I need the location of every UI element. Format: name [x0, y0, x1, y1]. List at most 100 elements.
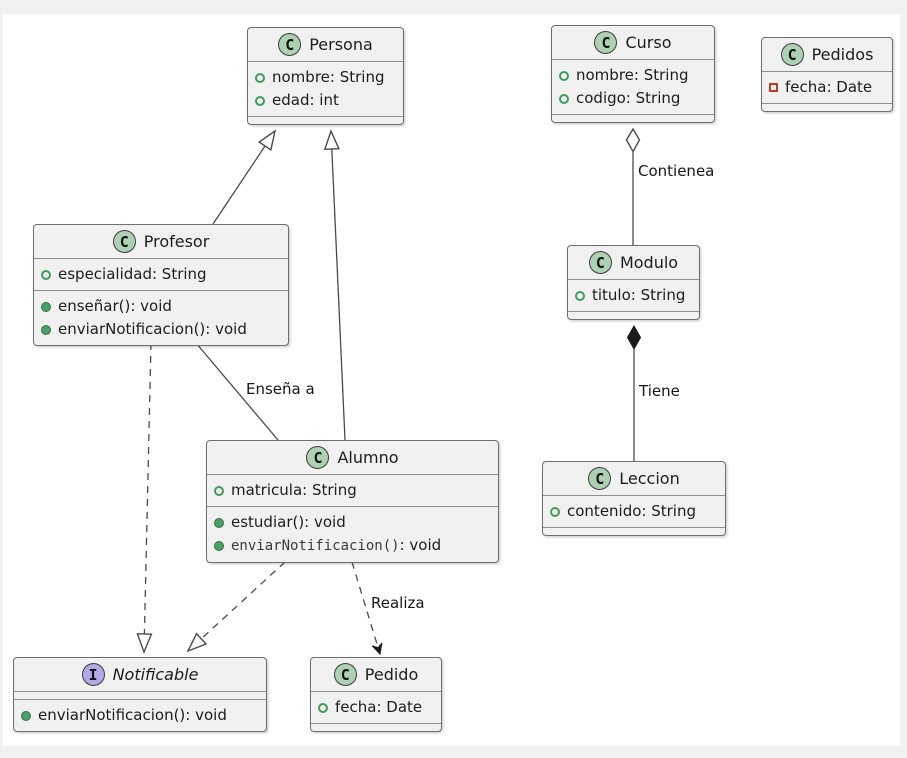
method-text: enviarNotificacion(): void	[38, 706, 227, 724]
method-text: enviarNotificacion(): void	[231, 534, 441, 558]
empty-fields-compartment	[14, 691, 266, 699]
class-icon: C	[588, 251, 612, 274]
fields-compartment: nombre: String edad: int	[248, 61, 403, 116]
class-pedido: C Pedido fecha: Date	[310, 657, 442, 732]
public-field-icon	[41, 269, 51, 280]
edge-label-ensena: Enseña a	[246, 380, 315, 398]
public-method-icon	[41, 324, 51, 335]
fields-compartment: nombre: String codigo: String	[552, 59, 714, 114]
class-profesor: C Profesor especialidad: String enseñar(…	[33, 224, 289, 346]
class-persona: C Persona nombre: String edad: int	[247, 27, 404, 125]
diagram-canvas	[3, 14, 900, 746]
public-method-icon	[214, 541, 224, 551]
class-name: Persona	[309, 35, 373, 54]
method-text-mono: enviarNotificacion()	[231, 538, 400, 554]
fields-compartment: contenido: String	[543, 495, 725, 527]
field-row: fecha: Date	[318, 696, 434, 719]
field-row: nombre: String	[255, 66, 396, 89]
method-text: enviarNotificacion(): void	[58, 320, 247, 338]
class-name: Pedido	[364, 665, 419, 684]
public-method-icon	[214, 517, 224, 528]
class-icon: C	[278, 33, 302, 56]
public-field-icon	[575, 290, 585, 301]
field-row: nombre: String	[559, 64, 707, 87]
methods-compartment: enseñar(): void enviarNotificacion(): vo…	[34, 290, 288, 345]
class-icon: C	[306, 446, 330, 469]
field-row: matricula: String	[214, 479, 491, 502]
method-text-rest: : void	[399, 536, 442, 554]
private-field-icon	[769, 83, 778, 92]
public-field-icon	[255, 95, 265, 106]
field-text: nombre: String	[272, 68, 385, 86]
public-method-icon	[41, 301, 51, 312]
field-text: fecha: Date	[335, 698, 423, 716]
empty-methods-compartment	[568, 311, 699, 319]
field-row: contenido: String	[550, 500, 718, 523]
field-text: nombre: String	[576, 66, 689, 84]
class-icon: C	[588, 467, 612, 490]
edge-label-tiene: Tiene	[639, 382, 680, 400]
methods-compartment: estudiar(): void enviarNotificacion(): v…	[207, 506, 498, 562]
interface-name: Notificable	[112, 665, 199, 684]
empty-methods-compartment	[543, 527, 725, 535]
edge-label-contiene: Contienea	[638, 162, 715, 180]
method-text: estudiar(): void	[231, 513, 346, 531]
class-name: Modulo	[619, 253, 679, 272]
field-row: fecha: Date	[769, 76, 885, 99]
field-text: fecha: Date	[785, 78, 873, 96]
empty-methods-compartment	[762, 103, 892, 111]
class-pedidos: C Pedidos fecha: Date	[761, 37, 893, 112]
class-modulo: C Modulo titulo: String	[567, 245, 700, 320]
class-icon: C	[333, 663, 357, 686]
method-row: enviarNotificacion(): void	[214, 534, 491, 558]
method-row: estudiar(): void	[214, 511, 491, 534]
class-leccion-header: C Leccion	[543, 462, 725, 495]
field-text: edad: int	[272, 91, 339, 109]
interface-icon: I	[81, 663, 105, 686]
edge-label-realiza: Realiza	[371, 594, 425, 612]
method-row: enseñar(): void	[41, 295, 281, 318]
class-alumno: C Alumno matricula: String estudiar(): v…	[206, 440, 499, 563]
public-field-icon	[559, 70, 569, 81]
class-curso: C Curso nombre: String codigo: String	[551, 25, 715, 123]
class-modulo-header: C Modulo	[568, 246, 699, 279]
public-field-icon	[255, 72, 265, 83]
methods-compartment: enviarNotificacion(): void	[14, 699, 266, 731]
field-text: especialidad: String	[58, 265, 207, 283]
field-row: especialidad: String	[41, 263, 281, 286]
empty-methods-compartment	[552, 114, 714, 122]
public-method-icon	[21, 710, 31, 721]
field-text: titulo: String	[592, 286, 686, 304]
field-row: edad: int	[255, 89, 396, 112]
class-pedidos-header: C Pedidos	[762, 38, 892, 71]
public-field-icon	[559, 93, 569, 104]
interface-notificable-header: I Notificable	[14, 658, 266, 691]
class-name: Alumno	[337, 448, 399, 467]
class-leccion: C Leccion contenido: String	[542, 461, 726, 536]
class-name: Leccion	[619, 469, 680, 488]
class-icon: C	[780, 43, 804, 66]
fields-compartment: especialidad: String	[34, 258, 288, 290]
field-row: titulo: String	[575, 284, 692, 307]
fields-compartment: fecha: Date	[762, 71, 892, 103]
public-field-icon	[318, 702, 328, 713]
class-pedido-header: C Pedido	[311, 658, 441, 691]
fields-compartment: fecha: Date	[311, 691, 441, 723]
interface-notificable: I Notificable enviarNotificacion(): void	[13, 657, 267, 732]
method-row: enviarNotificacion(): void	[21, 704, 259, 727]
class-name: Profesor	[143, 232, 210, 251]
method-row: enviarNotificacion(): void	[41, 318, 281, 341]
class-name: Curso	[625, 33, 672, 52]
field-row: codigo: String	[559, 87, 707, 110]
public-field-icon	[214, 485, 224, 496]
class-persona-header: C Persona	[248, 28, 403, 61]
fields-compartment: matricula: String	[207, 474, 498, 506]
public-field-icon	[550, 506, 560, 517]
method-text: enseñar(): void	[58, 297, 172, 315]
field-text: matricula: String	[231, 481, 357, 499]
class-alumno-header: C Alumno	[207, 441, 498, 474]
empty-methods-compartment	[311, 723, 441, 731]
empty-methods-compartment	[248, 116, 403, 124]
class-icon: C	[594, 31, 618, 54]
